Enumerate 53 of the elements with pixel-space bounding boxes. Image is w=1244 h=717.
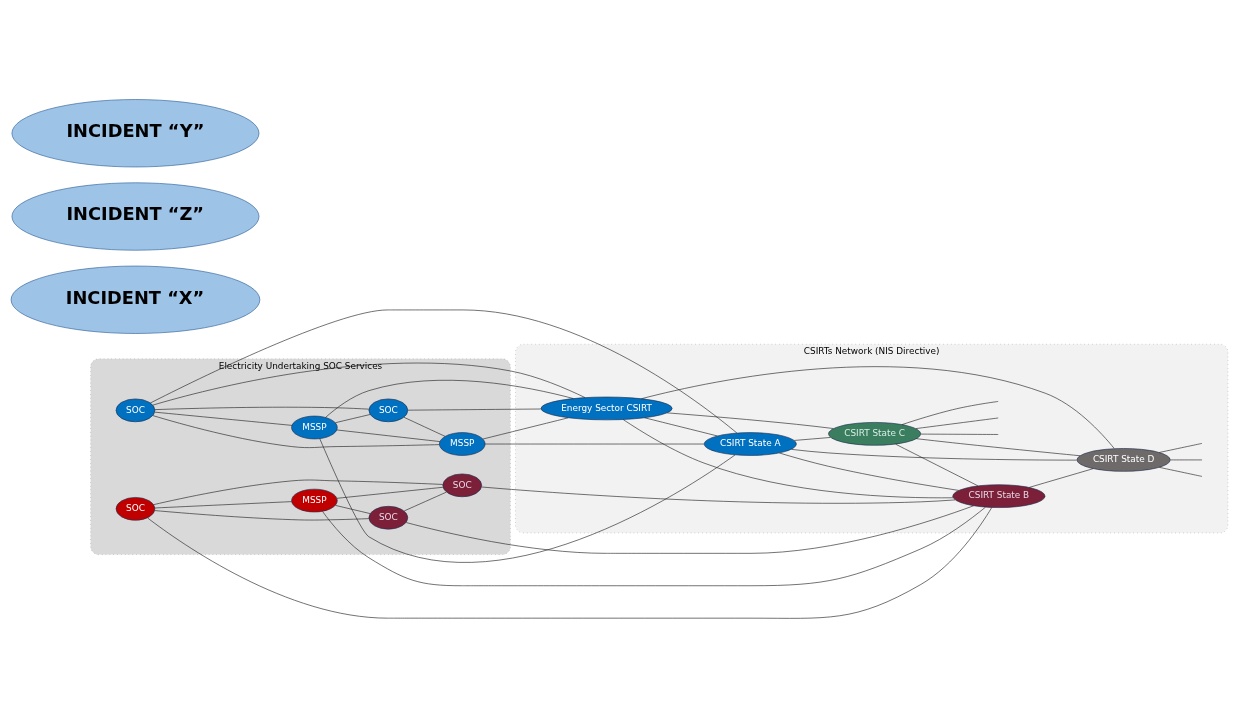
connector bbox=[482, 417, 569, 439]
node-ellipse: MSSP bbox=[439, 431, 486, 456]
connector bbox=[335, 413, 371, 423]
connector bbox=[901, 400, 999, 425]
connector bbox=[791, 448, 1078, 460]
node-ellipse: MSSP bbox=[291, 415, 338, 439]
node-ellipse: SOC bbox=[115, 398, 156, 422]
connector bbox=[319, 437, 736, 563]
connector bbox=[1028, 467, 1094, 488]
connector bbox=[915, 417, 999, 429]
node-ellipse: CSIRT State B bbox=[952, 483, 1046, 508]
node-ellipse: CSIRT State A bbox=[703, 431, 797, 456]
connector bbox=[407, 408, 542, 410]
connector bbox=[403, 491, 447, 511]
connector bbox=[779, 452, 960, 491]
node-ellipse: CSIRT State C bbox=[828, 421, 922, 446]
connector bbox=[1158, 442, 1203, 453]
connector bbox=[154, 509, 370, 520]
connector bbox=[147, 506, 993, 619]
node-ellipse: SOC bbox=[115, 496, 156, 521]
node-ellipse: SOC bbox=[442, 473, 482, 497]
connector bbox=[322, 506, 986, 586]
node-ellipse: CSIRT State D bbox=[1076, 447, 1171, 472]
node-ellipse: SOC bbox=[368, 398, 409, 422]
connector bbox=[405, 504, 974, 554]
connector bbox=[325, 379, 574, 418]
connector bbox=[150, 309, 738, 433]
connector bbox=[336, 429, 441, 442]
node-ellipse: SOC bbox=[368, 505, 409, 529]
connector bbox=[895, 443, 979, 486]
node-ellipse: INCIDENT “Z” bbox=[11, 181, 260, 251]
connector bbox=[152, 414, 440, 448]
connector bbox=[154, 411, 293, 426]
connector bbox=[336, 486, 444, 499]
connector bbox=[1158, 466, 1203, 477]
connector bbox=[666, 412, 834, 429]
connector bbox=[793, 436, 831, 441]
connector bbox=[154, 406, 370, 410]
connector bbox=[484, 443, 705, 444]
connector bbox=[403, 416, 446, 437]
connector bbox=[153, 479, 444, 505]
connector bbox=[644, 416, 718, 436]
node-ellipse: MSSP bbox=[291, 488, 338, 512]
connector bbox=[920, 433, 999, 435]
connector bbox=[152, 362, 586, 405]
node-ellipse: Energy Sector CSIRT bbox=[540, 396, 673, 420]
node-ellipse: INCIDENT “Y” bbox=[11, 98, 260, 167]
connector bbox=[154, 500, 292, 508]
connector bbox=[916, 437, 1081, 456]
connector bbox=[1170, 459, 1203, 460]
node-ellipse: INCIDENT “X” bbox=[10, 265, 261, 334]
connector bbox=[481, 486, 956, 504]
connector bbox=[335, 504, 371, 514]
